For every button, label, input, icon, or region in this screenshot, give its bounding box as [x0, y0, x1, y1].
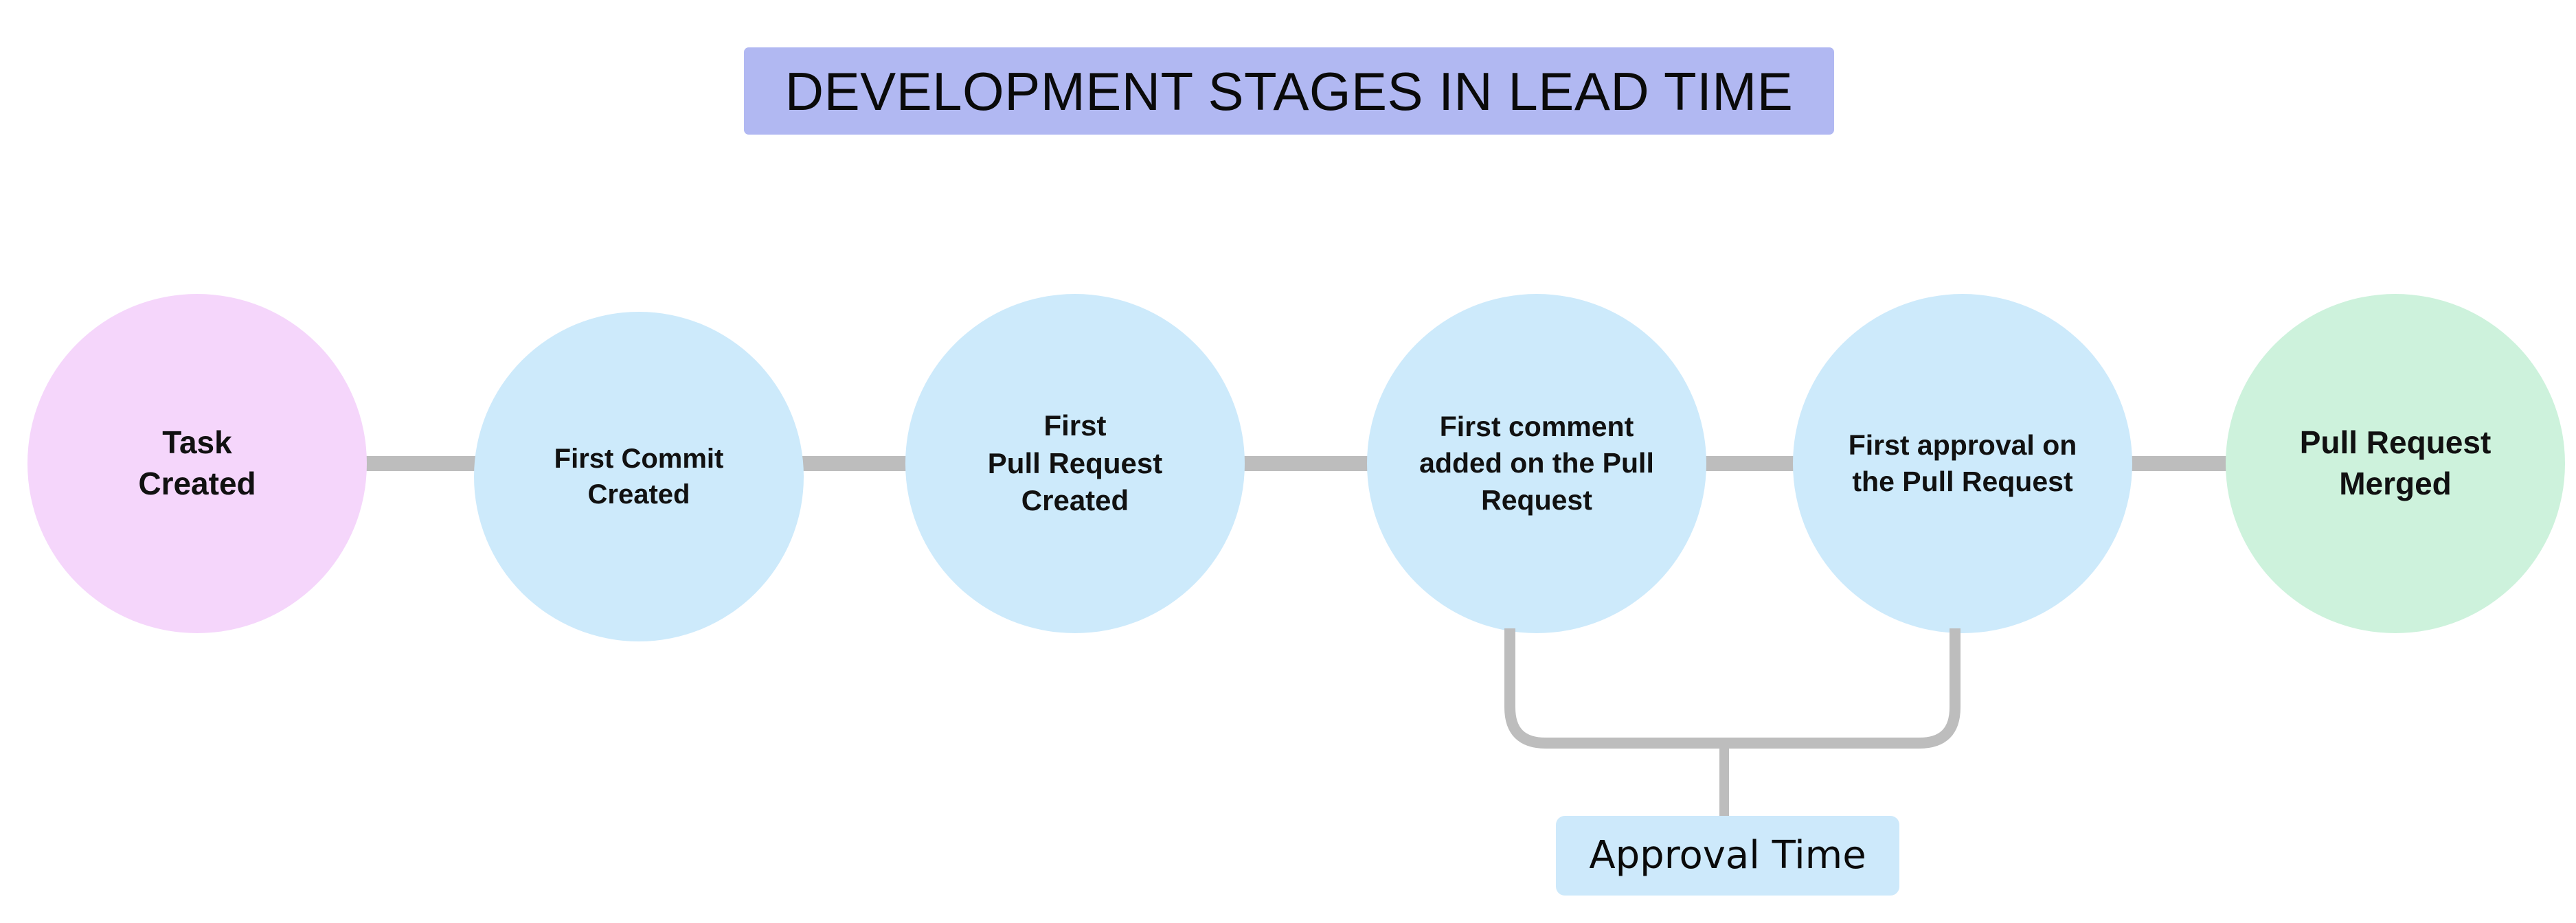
- stage-node-first-comment[interactable]: First comment added on the Pull Request: [1367, 294, 1706, 633]
- stage-node-first-pull-request[interactable]: First Pull Request Created: [905, 294, 1245, 633]
- stage-node-label: First Commit Created: [554, 444, 724, 510]
- stage-node-first-commit[interactable]: First Commit Created: [474, 312, 804, 641]
- diagram-title: DEVELOPMENT STAGES IN LEAD TIME: [784, 60, 1794, 122]
- connector-comment-to-approval: [1704, 456, 1796, 471]
- connector-commit-to-pr: [801, 456, 908, 471]
- stage-node-pull-request-merged[interactable]: Pull Request Merged: [2226, 294, 2565, 633]
- stage-node-task-created[interactable]: Task Created: [27, 294, 367, 633]
- approval-time-label[interactable]: Approval Time: [1556, 816, 1899, 896]
- stage-node-label: First Pull Request Created: [987, 409, 1163, 517]
- connector-approval-to-merged: [2129, 456, 2228, 471]
- approval-time-bracket: [1504, 628, 1961, 817]
- stage-node-label: Task Created: [138, 424, 256, 501]
- diagram-title-banner: DEVELOPMENT STAGES IN LEAD TIME: [744, 47, 1834, 135]
- approval-time-label-text: Approval Time: [1589, 833, 1866, 878]
- connector-pr-to-comment: [1242, 456, 1370, 471]
- connector-task-to-commit: [364, 456, 477, 471]
- stage-node-first-approval[interactable]: First approval on the Pull Request: [1793, 294, 2132, 633]
- stage-node-label: Pull Request Merged: [2299, 424, 2492, 501]
- stage-node-label: First comment added on the Pull Request: [1419, 411, 1654, 516]
- stage-node-label: First approval on the Pull Request: [1848, 429, 2077, 497]
